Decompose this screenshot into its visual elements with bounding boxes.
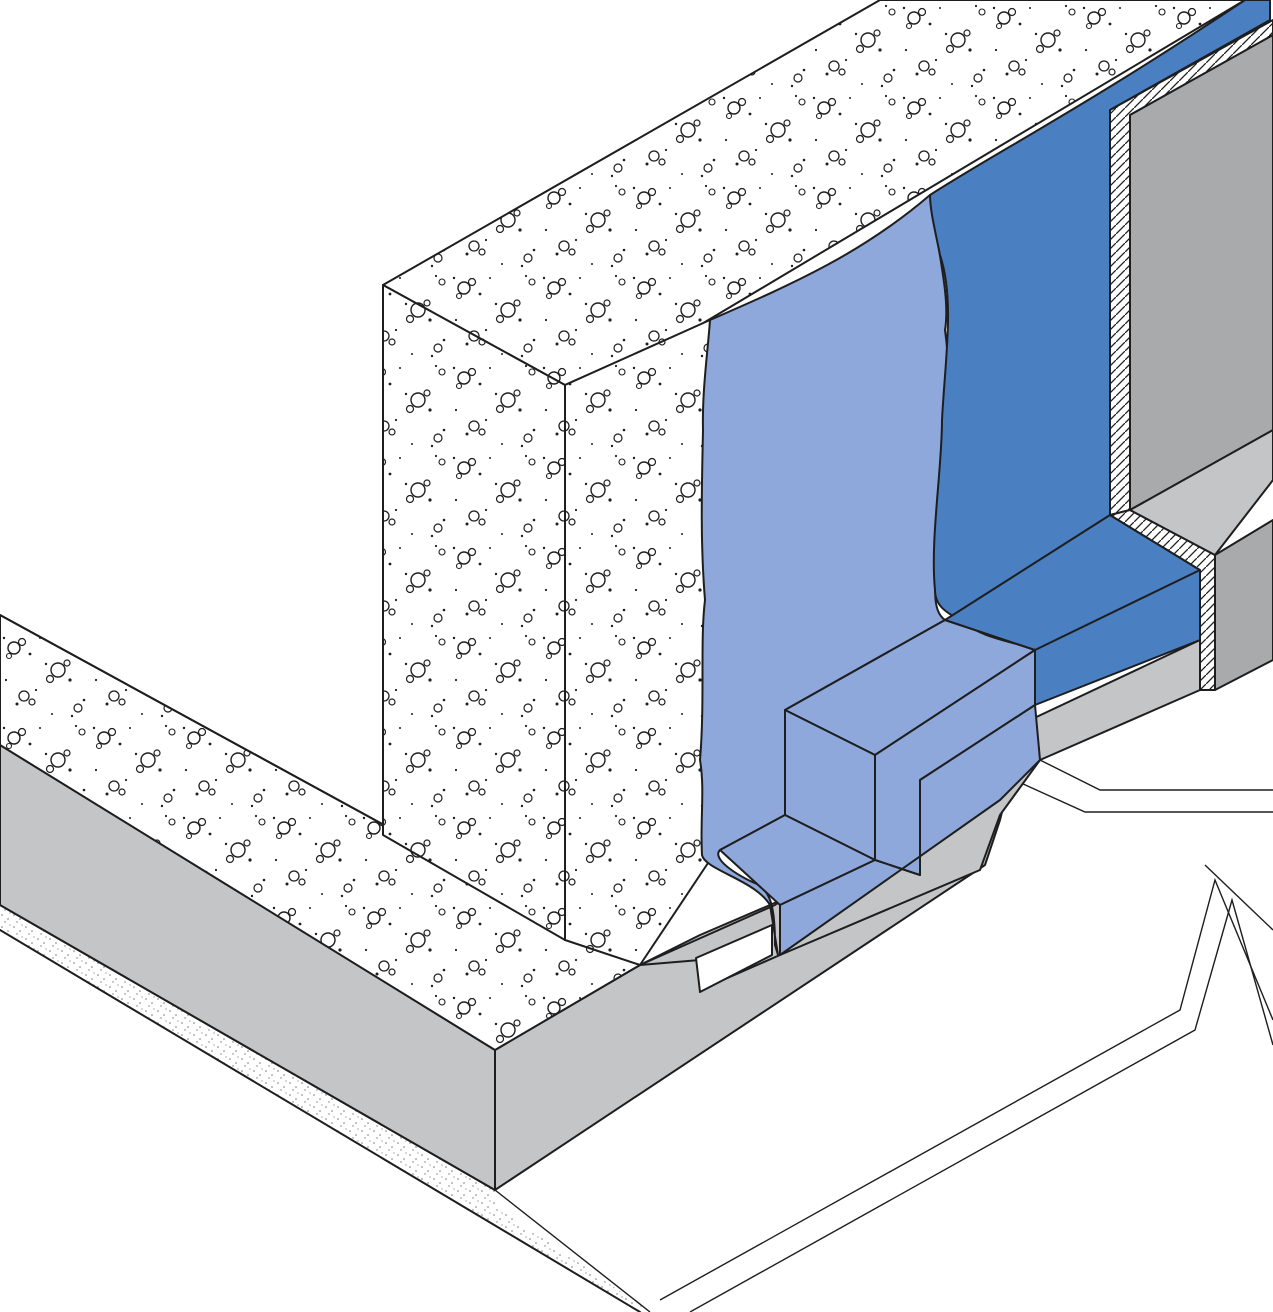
waterproofing-membrane-dark <box>929 0 1271 706</box>
waterproofing-membrane-light <box>699 194 1041 956</box>
concrete-wall <box>1129 34 1273 691</box>
aggregate-retaining-wall <box>382 0 1246 966</box>
excavation-ground <box>490 759 1273 1312</box>
